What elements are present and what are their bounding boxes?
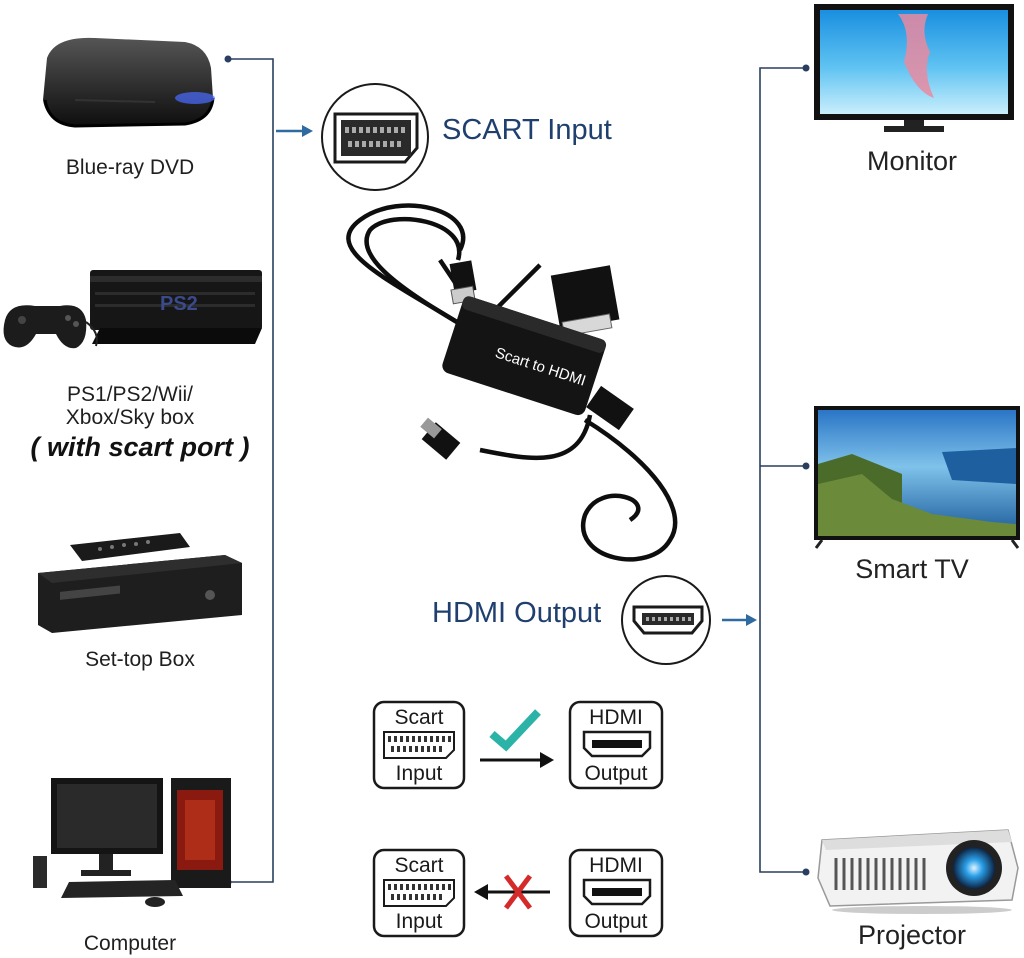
computer-icon	[33, 778, 231, 907]
row1-scart-bottom: Input	[396, 762, 443, 785]
row1-scart-top: Scart	[394, 706, 443, 729]
scart-port-note: ( with scart port )	[30, 432, 250, 462]
hdmi-port-icon	[621, 575, 711, 665]
usb-plug-icon	[449, 260, 477, 305]
cross-icon	[504, 874, 532, 910]
projector-icon	[817, 829, 1019, 914]
direction-row-supported: Scart Input HDMI Output	[372, 700, 664, 790]
monitor-icon	[814, 4, 1014, 132]
smart-tv-label: Smart TV	[855, 554, 969, 584]
scart-port-icon	[321, 83, 429, 191]
set-top-box-icon	[38, 533, 242, 633]
projector-label: Projector	[857, 920, 967, 950]
console-label: PS1/PS2/Wii/ Xbox/Sky box	[20, 383, 240, 429]
scart-input-label: SCART Input	[442, 114, 612, 146]
output-arrow	[722, 614, 757, 626]
set-top-box-label: Set-top Box	[85, 648, 195, 671]
row2-hdmi-top: HDMI	[589, 854, 643, 877]
bluray-player-icon	[43, 37, 215, 128]
input-arrow	[276, 125, 313, 137]
scart-to-hdmi-adapter-icon: Scart to HDMI	[346, 203, 678, 562]
monitor-label: Monitor	[866, 146, 958, 176]
bluray-dvd-label: Blue-ray DVD	[65, 156, 195, 179]
svg-text:PS2: PS2	[160, 293, 198, 315]
computer-label: Computer	[83, 932, 177, 955]
row2-scart-bottom: Input	[396, 910, 443, 933]
row1-hdmi-bottom: Output	[584, 762, 647, 785]
console-label-line-1: PS1/PS2/Wii/	[66, 383, 194, 406]
scart-plug-icon	[550, 265, 620, 337]
check-icon	[489, 709, 541, 752]
row2-scart-top: Scart	[394, 854, 443, 877]
smart-tv-icon	[814, 406, 1020, 549]
row1-hdmi-top: HDMI	[589, 706, 643, 729]
row2-hdmi-bottom: Output	[584, 910, 647, 933]
direction-row-not-supported: Scart Input HDMI Output	[372, 848, 664, 938]
console-label-line-2: Xbox/Sky box	[65, 406, 195, 429]
hdmi-output-label: HDMI Output	[432, 597, 602, 629]
hdmi-plug-icon	[420, 385, 634, 460]
game-console-icon: PS2	[3, 270, 262, 349]
